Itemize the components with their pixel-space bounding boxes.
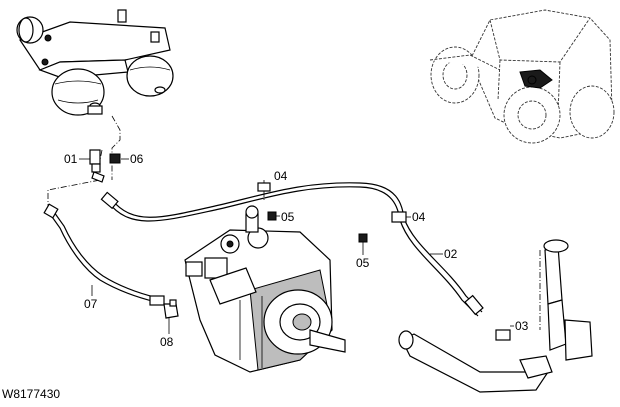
machine-location-inset (429, 9, 615, 144)
callout-05-lower: 05 (356, 256, 370, 270)
fitting-06 (109, 153, 121, 164)
callout-08: 08 (160, 335, 174, 349)
pipe-assembly (398, 239, 593, 393)
drawing-code: W8177430 (2, 387, 60, 401)
hose-07 (43, 203, 165, 306)
hose-04-02 (100, 182, 484, 317)
callout-04-upper: 04 (274, 169, 288, 183)
callout-labels: 01 06 04 05 04 05 02 07 08 03 (64, 152, 529, 349)
callout-05-upper: 05 (281, 210, 295, 224)
callout-02: 02 (444, 247, 458, 261)
fitting-08 (163, 299, 179, 319)
hydraulic-pump (184, 205, 346, 373)
callout-01: 01 (64, 152, 78, 166)
callout-04-right: 04 (412, 210, 426, 224)
accumulator-assembly (16, 9, 174, 116)
fitting-01 (89, 149, 105, 183)
callout-07: 07 (84, 297, 98, 311)
callout-06: 06 (130, 152, 144, 166)
callout-03: 03 (515, 319, 529, 333)
